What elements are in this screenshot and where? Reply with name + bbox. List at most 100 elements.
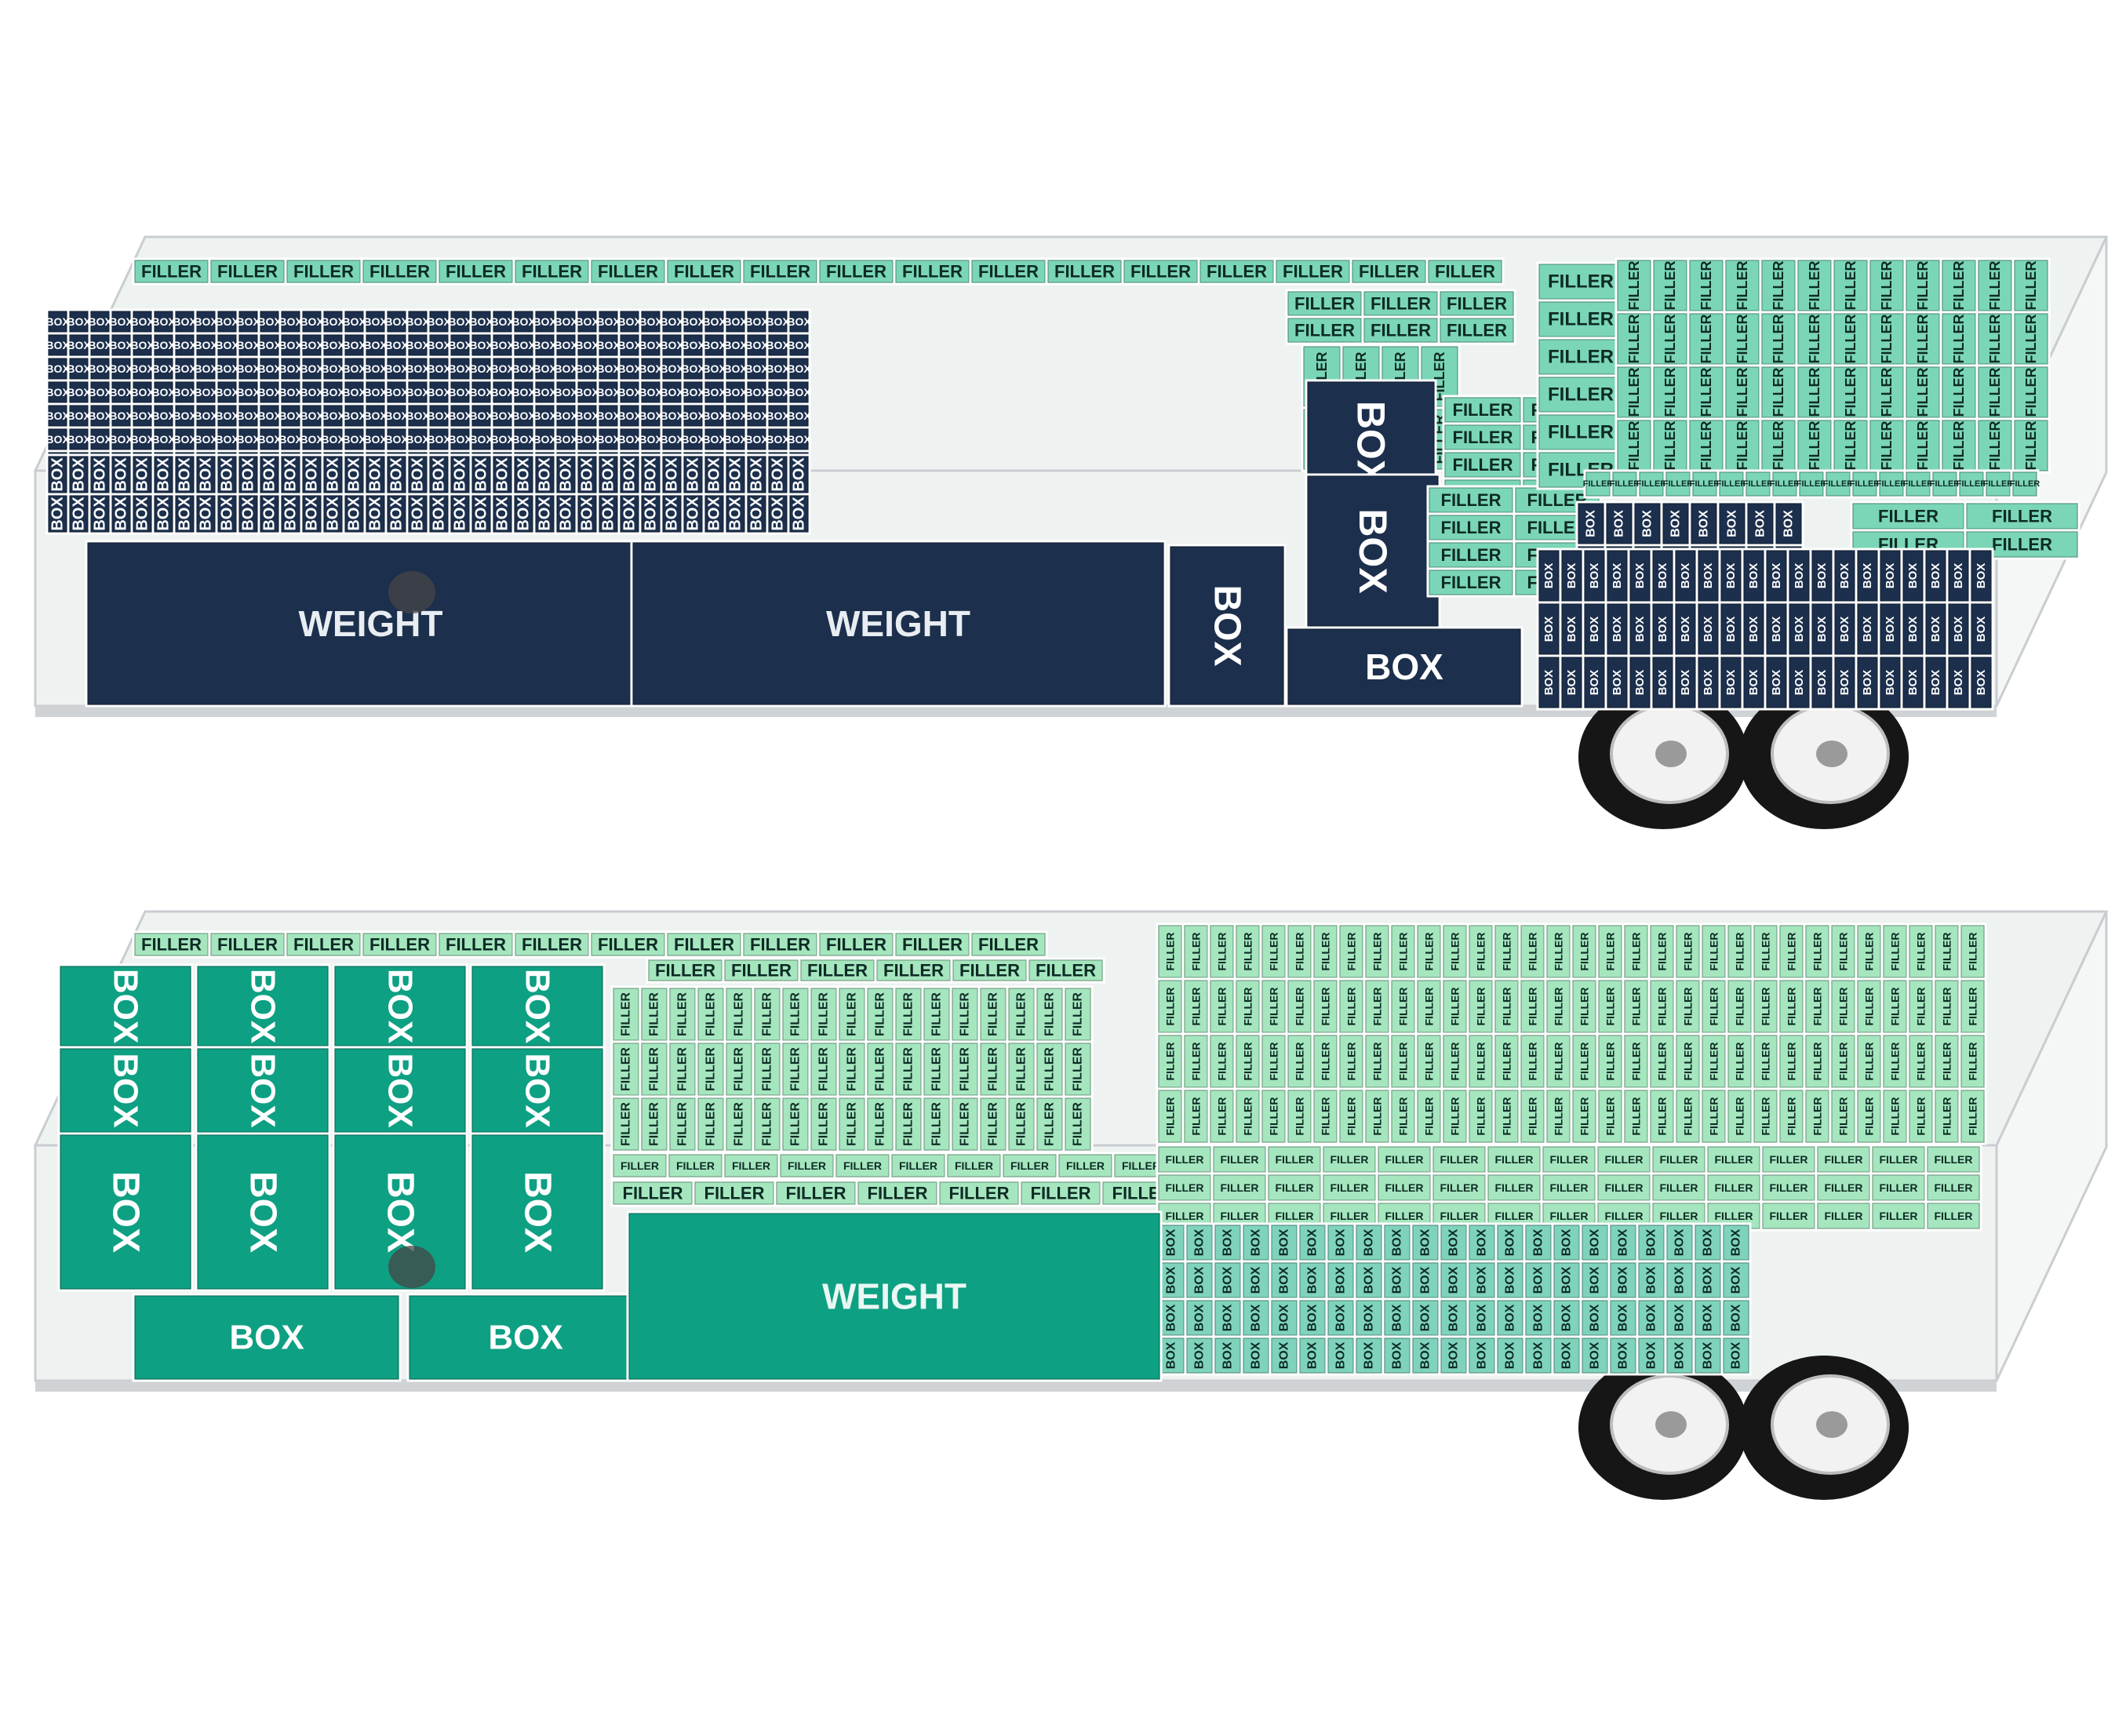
front-filler-stack-cell-label: FILLER — [1447, 321, 1507, 340]
top-filler-row-cell: FILLER — [284, 257, 363, 286]
upper-box-grid-cell-label: BOX — [88, 409, 112, 422]
right-vertical-filler-cell: FILLER — [1803, 977, 1832, 1035]
right-vertical-filler-cell-label: FILLER — [1967, 933, 1979, 971]
top-filler-row-cell-label: FILLER — [293, 262, 354, 282]
rear-box-grid-cell-label: BOX — [1861, 670, 1874, 696]
upper-box-grid-cell-edge — [768, 334, 788, 356]
rear-box-grid-cell: BOX — [1353, 1222, 1385, 1263]
right-vertical-filler-cell-label: FILLER — [1397, 988, 1410, 1026]
top-filler-row-cell-label: FILLER — [1435, 262, 1495, 282]
right-vertical-filler-cell: FILLER — [1829, 1032, 1858, 1090]
right-vertical-filler-cell: FILLER — [1725, 923, 1754, 981]
right-small-filler-cell: FILLER — [1485, 1172, 1543, 1203]
right-vertical-filler-cell: FILLER — [1699, 923, 1728, 981]
right-vertical-filler-cell: FILLER — [1725, 1087, 1754, 1145]
right-vertical-filler-cell: FILLER — [1777, 1087, 1806, 1145]
upper-box-grid-cell-label: BOX — [511, 362, 536, 375]
filler-column-cell: FILLER — [1442, 422, 1524, 453]
rear-box-grid-cell-label: BOX — [1306, 1304, 1320, 1331]
upper-box-grid-cell-edge — [577, 334, 597, 356]
weight-block-2: WEIGHT — [630, 540, 1167, 708]
front-box-mid: BOX — [469, 1046, 606, 1135]
rear-box-grid-cell-label: BOX — [1221, 1341, 1235, 1369]
right-small-filler-cell-label: FILLER — [1823, 479, 1854, 489]
upper-box-grid-cell-edge — [683, 381, 703, 403]
rear-box-grid-cell-label: BOX — [1884, 617, 1897, 642]
mid-vertical-filler-cell-label: FILLER — [930, 1102, 944, 1146]
right-vertical-filler-cell-label: FILLER — [1164, 933, 1177, 971]
upper-box-grid-cell-edge — [344, 358, 364, 380]
mid-box-grid-cell: BOX — [46, 453, 70, 496]
wheel-2 — [1739, 685, 1909, 829]
upper-box-grid-cell-edge — [281, 428, 300, 450]
upper-box-grid-cell-label: BOX — [88, 339, 112, 351]
upper-box-grid-cell-label: BOX — [215, 362, 239, 375]
mid-small-filler-cell-label: FILLER — [955, 1159, 993, 1172]
right-small-filler-cell-label: FILLER — [1743, 479, 1774, 489]
upper-box-grid-cell-label: BOX — [151, 409, 176, 422]
top-filler-row-cell-label: FILLER — [826, 935, 886, 955]
right-small-filler: FILLERFILLERFILLERFILLERFILLERFILLERFILL… — [1583, 469, 2040, 499]
right-vertical-filler-cell: FILLER — [1829, 1087, 1858, 1145]
right-vertical-filler-cell: FILLER — [1906, 923, 1935, 981]
upper-box-grid-cell-edge — [683, 334, 703, 356]
mid-box-grid-cell: BOX — [363, 453, 388, 496]
rear-box-grid-cell-label: BOX — [1447, 1304, 1461, 1331]
upper-box-grid-cell-edge — [344, 405, 364, 427]
right-vertical-filler-cell: FILLER — [1207, 977, 1236, 1035]
right-vertical-filler-cell: FILLER — [1647, 923, 1676, 981]
top-filler-row-cell-label: FILLER — [674, 262, 734, 282]
mid-vertical-filler-cell: FILLER — [639, 985, 670, 1043]
right-small-filler-cell-label: FILLER — [1957, 479, 1987, 489]
rear-box-grid-cell: BOX — [1579, 1260, 1611, 1301]
mid-box-grid-cell: BOX — [723, 453, 748, 496]
mid-vertical-filler-cell: FILLER — [865, 1040, 896, 1098]
rear-box-grid-cell-label: BOX — [1645, 1266, 1658, 1294]
upper-box-grid-cell-label: BOX — [681, 409, 705, 422]
upper-box-grid-cell-edge — [747, 334, 766, 356]
upper-box-grid-cell-label: BOX — [130, 362, 155, 375]
upper-box-grid-cell-label: BOX — [109, 386, 133, 399]
mid-vertical-filler-cell-label: FILLER — [1015, 1047, 1028, 1091]
right-vertical-filler-cell: FILLER — [1440, 923, 1469, 981]
right-vertical-filler-cell: FILLER — [1723, 364, 1762, 420]
mid-box-grid-cell-label: BOX — [177, 457, 194, 492]
second-filler-row-cell: FILLER — [950, 957, 1029, 984]
right-small-filler-cell: FILLER — [1210, 1172, 1269, 1203]
upper-box-grid-cell-label: BOX — [173, 362, 197, 375]
upper-box-grid-cell-edge — [662, 334, 682, 356]
mid-box-grid-cell: BOX — [427, 493, 451, 535]
mid-box-grid-cell-label: BOX — [579, 457, 596, 492]
upper-box-grid-cell: BOX — [617, 308, 642, 335]
upper-box-grid-cell-edge — [556, 405, 576, 427]
mid-vertical-filler-cell-label: FILLER — [846, 1047, 859, 1091]
rear-box-grid-cell: BOX — [1466, 1297, 1498, 1338]
upper-box-grid-cell-label: BOX — [109, 362, 133, 375]
rear-box-grid-cell: BOX — [1900, 601, 1926, 657]
rear-box-grid-cell: BOX — [1664, 1260, 1695, 1301]
right-small-filler-cell: FILLER — [1595, 1172, 1653, 1203]
upper-box-grid-cell-edge — [48, 334, 67, 356]
upper-box-grid-cell-face — [617, 308, 642, 335]
rear-box-grid-cell: BOX — [1536, 601, 1562, 657]
rear-box-grid-cell-label: BOX — [1633, 563, 1647, 589]
right-vertical-filler-cell-label: FILLER — [1879, 421, 1895, 471]
right-small-filler-cell: FILLER — [1877, 469, 1906, 499]
upper-box-grid-cell-edge — [704, 334, 724, 356]
mid-vertical-filler-cell-label: FILLER — [902, 1047, 916, 1091]
upper-box-grid-cell-edge — [556, 381, 576, 403]
mid-box-grid-cell: BOX — [490, 453, 515, 496]
mid-vertical-filler-cell-label: FILLER — [1072, 1102, 1085, 1146]
upper-box-grid-cell-label: BOX — [511, 409, 536, 422]
upper-box-grid-cell: BOX — [723, 332, 748, 358]
rear-box-grid-cell: BOX — [1269, 1297, 1300, 1338]
upper-box-grid-cell-edge — [493, 381, 512, 403]
rear-box-grid-cell: BOX — [1523, 1260, 1554, 1301]
upper-box-grid-cell-label: BOX — [109, 315, 133, 328]
mid-box-grid-cell: BOX — [469, 453, 493, 496]
right-small-filler-cell: FILLER — [1869, 1144, 1928, 1175]
right-small-filler-cell: FILLER — [1983, 469, 2013, 499]
right-vertical-filler-cell: FILLER — [1651, 364, 1690, 420]
right-vertical-filler-cell-label: FILLER — [1889, 1097, 1902, 1136]
right-small-filler-cell: FILLER — [1869, 1172, 1928, 1203]
